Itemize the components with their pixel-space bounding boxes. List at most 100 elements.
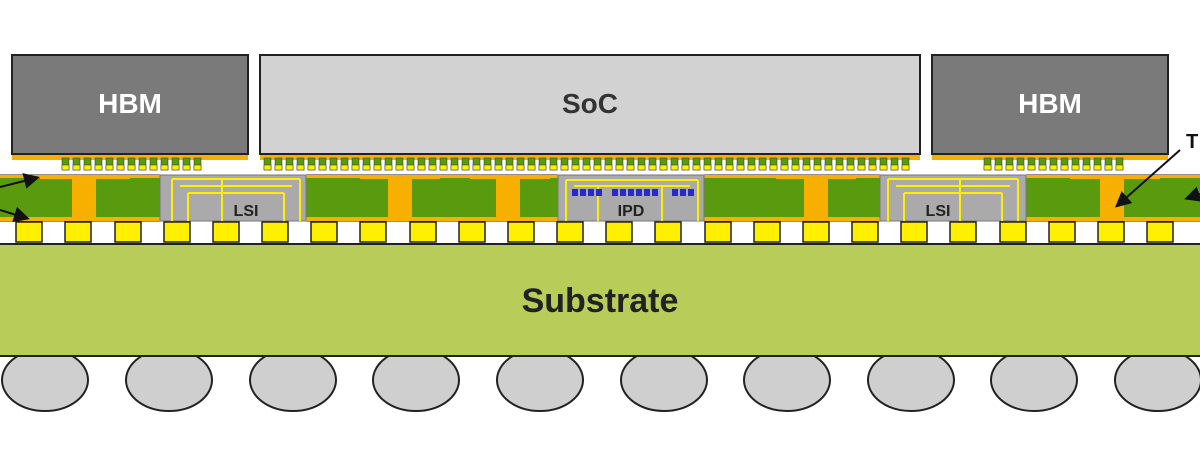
arrow-right-edge xyxy=(1184,186,1200,202)
micro-bump-cap xyxy=(1060,164,1069,171)
micro-bump-cap xyxy=(362,164,371,171)
tmv xyxy=(388,175,412,221)
callout-right-partial: T xyxy=(1186,131,1198,153)
micro-bump-cap xyxy=(406,164,415,171)
micro-bump-cap xyxy=(138,164,147,171)
micro-bump-cap xyxy=(582,164,591,171)
micro-bump-cap xyxy=(824,164,833,171)
solder-ball xyxy=(372,348,460,412)
tmv xyxy=(1100,175,1124,221)
micro-bump-cap xyxy=(1093,164,1102,171)
tmv xyxy=(72,175,96,221)
soc-die: SoC xyxy=(259,54,921,155)
arrow-right-tmv xyxy=(1115,149,1181,208)
solder-ball xyxy=(990,348,1078,412)
ipd-bridge: IPD xyxy=(557,174,705,222)
via-pad xyxy=(470,175,550,179)
micro-bump-cap xyxy=(329,164,338,171)
micro-bump-cap xyxy=(758,164,767,171)
micro-bump-cap xyxy=(637,164,646,171)
micro-bump-cap xyxy=(171,164,180,171)
solder-ball xyxy=(125,348,213,412)
micro-bump-cap xyxy=(681,164,690,171)
lsi-right-label: LSI xyxy=(926,203,951,220)
micro-bump-cap xyxy=(373,164,382,171)
micro-bump-cap xyxy=(994,164,1003,171)
hbm-die-left: HBM xyxy=(11,54,249,155)
micro-bump-cap xyxy=(857,164,866,171)
micro-bump-cap xyxy=(1016,164,1025,171)
arrow-left-upper xyxy=(0,173,40,189)
micro-bump-cap xyxy=(802,164,811,171)
micro-bump-cap xyxy=(593,164,602,171)
micro-bump-cap xyxy=(615,164,624,171)
lsi-left-label: LSI xyxy=(234,203,259,220)
ipd-capacitors xyxy=(572,189,694,196)
soc-label: SoC xyxy=(562,88,618,119)
micro-bump-cap xyxy=(714,164,723,171)
micro-bump-cap xyxy=(736,164,745,171)
micro-bump-cap xyxy=(472,164,481,171)
micro-bump-cap xyxy=(780,164,789,171)
substrate-label: Substrate xyxy=(522,282,679,320)
solder-ball xyxy=(1,348,89,412)
micro-bump-cap xyxy=(879,164,888,171)
hbm-left-label: HBM xyxy=(98,88,162,119)
micro-bump-cap xyxy=(94,164,103,171)
micro-bump-cap xyxy=(127,164,136,171)
micro-bump-cap xyxy=(285,164,294,171)
micro-bump-cap xyxy=(318,164,327,171)
micro-bump-cap xyxy=(1049,164,1058,171)
tmv xyxy=(804,175,828,221)
micro-bump-cap xyxy=(307,164,316,171)
micro-bump-cap xyxy=(149,164,158,171)
lsi-bridge-right: LSI xyxy=(879,174,1027,222)
via-pad xyxy=(40,175,130,179)
micro-bump-cap xyxy=(116,164,125,171)
micro-bump-cap xyxy=(1071,164,1080,171)
micro-bump-cap xyxy=(72,164,81,171)
micro-bump-cap xyxy=(494,164,503,171)
micro-bump-cap xyxy=(791,164,800,171)
micro-bump-cap xyxy=(901,164,910,171)
via-pad xyxy=(1070,175,1160,179)
micro-bump-cap xyxy=(439,164,448,171)
tmv xyxy=(496,175,520,221)
micro-bump-cap xyxy=(648,164,657,171)
micro-bump-cap xyxy=(160,164,169,171)
micro-bump-cap xyxy=(193,164,202,171)
solder-ball xyxy=(620,348,708,412)
hbm-die-right: HBM xyxy=(931,54,1169,155)
micro-bump-cap xyxy=(703,164,712,171)
arrow-left-lower xyxy=(0,206,30,223)
solder-ball xyxy=(496,348,584,412)
micro-bump-cap xyxy=(1104,164,1113,171)
micro-bump-cap xyxy=(670,164,679,171)
via-pad xyxy=(776,175,856,179)
micro-bump-cap xyxy=(868,164,877,171)
micro-bump-cap xyxy=(692,164,701,171)
micro-bump-cap xyxy=(1027,164,1036,171)
micro-bump-cap xyxy=(461,164,470,171)
through-mold-vias xyxy=(40,175,1160,221)
ipd-label: IPD xyxy=(618,203,645,220)
micro-bump-cap xyxy=(527,164,536,171)
micro-bump-cap xyxy=(105,164,114,171)
solder-balls xyxy=(1,348,1200,412)
micro-bump-cap xyxy=(274,164,283,171)
substrate xyxy=(0,243,1200,357)
micro-bump-cap xyxy=(61,164,70,171)
micro-bump-cap xyxy=(1005,164,1014,171)
micro-bump-cap xyxy=(483,164,492,171)
micro-bump-cap xyxy=(835,164,844,171)
micro-bump-cap xyxy=(1038,164,1047,171)
micro-bump-cap xyxy=(604,164,613,171)
micro-bump-cap xyxy=(395,164,404,171)
micro-bump-cap xyxy=(340,164,349,171)
micro-bump-cap xyxy=(549,164,558,171)
micro-bump-cap xyxy=(182,164,191,171)
micro-bump-cap xyxy=(450,164,459,171)
via-pad xyxy=(360,175,440,179)
micro-bump-cap xyxy=(725,164,734,171)
